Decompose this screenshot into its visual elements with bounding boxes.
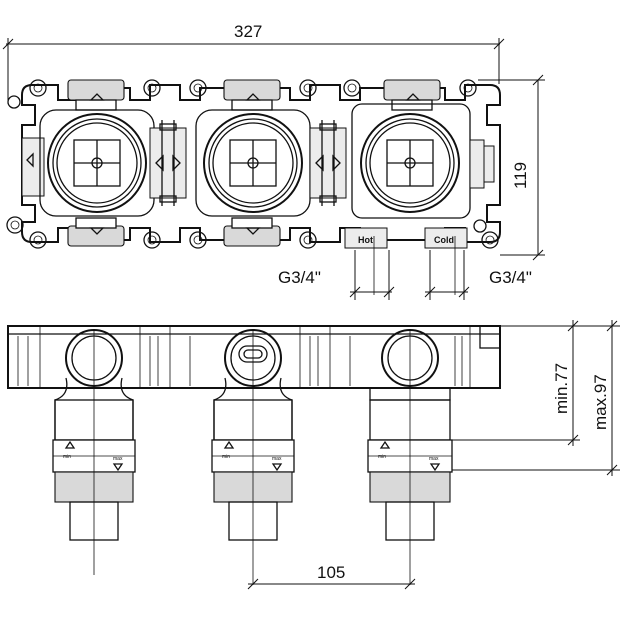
thread-left-value: G3/4" — [278, 268, 321, 287]
min-label-1: min — [63, 454, 71, 460]
valve-module-3 — [344, 79, 495, 249]
dimension-spacing: 105 — [247, 563, 416, 590]
max-label-1: max — [113, 456, 123, 462]
depth-max-value: max.97 — [591, 374, 610, 430]
spacing-value: 105 — [317, 563, 345, 582]
max-label-3: max — [429, 456, 439, 462]
front-valve-3: min max — [367, 329, 453, 585]
front-view: min max min max — [7, 325, 501, 585]
max-label-2: max — [272, 456, 282, 462]
total-width-value: 327 — [234, 22, 262, 41]
hot-label: Hot — [358, 235, 373, 245]
dimension-depth: min.77 max.97 — [452, 320, 620, 476]
valve-module-2 — [195, 79, 311, 247]
dimension-total-width: 327 — [2, 22, 505, 104]
cold-label: Cold — [434, 235, 454, 245]
front-valve-1: min max — [52, 329, 136, 575]
depth-min-value: min.77 — [552, 363, 571, 414]
connector-1 — [149, 120, 187, 206]
min-label-2: min — [222, 454, 230, 460]
height-value: 119 — [511, 162, 530, 189]
top-view: Hot Cold — [6, 79, 501, 295]
dimension-threads: G3/4" G3/4" — [278, 250, 532, 300]
mounting-holes — [6, 79, 499, 249]
dimension-height: 119 — [478, 74, 545, 261]
thread-right-value: G3/4" — [489, 268, 532, 287]
valve-module-1 — [39, 79, 155, 247]
front-valve-2: min max — [211, 329, 295, 585]
min-label-3: min — [378, 454, 386, 460]
connector-2 — [309, 120, 347, 206]
